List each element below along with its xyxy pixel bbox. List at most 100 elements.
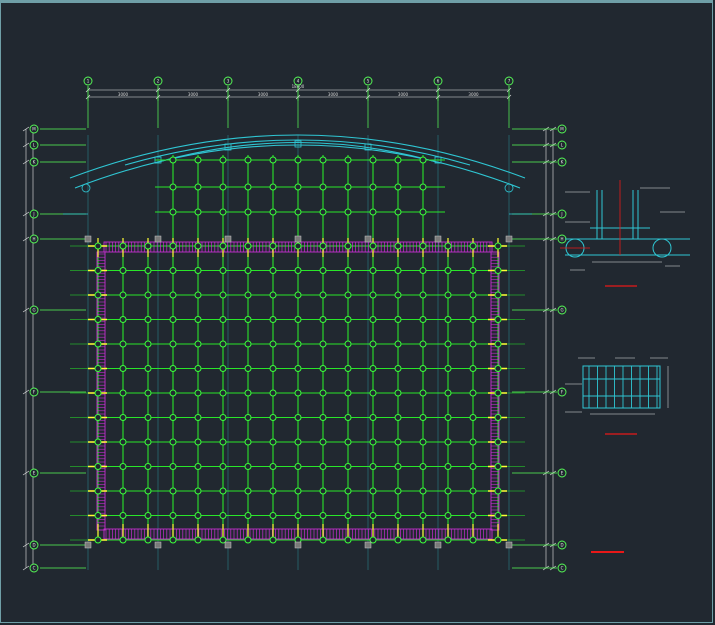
side-dim-slash	[22, 470, 30, 476]
grid-node	[294, 463, 302, 470]
grid-node	[319, 316, 327, 323]
grid-node	[119, 242, 127, 250]
grid-node	[419, 316, 427, 323]
top-dim-text: 3000	[468, 92, 479, 97]
top-dim-text: 3000	[328, 92, 339, 97]
grid-node	[419, 267, 427, 274]
purlin-bands	[88, 238, 507, 543]
grid-node	[344, 156, 352, 164]
axis-bubble-left-label: L	[33, 143, 36, 148]
grid-node	[444, 267, 452, 274]
roof-arch	[63, 134, 532, 570]
grid-node	[469, 267, 477, 274]
grid-node	[344, 340, 352, 348]
grid-node	[194, 487, 202, 495]
grid-node	[419, 291, 427, 299]
grid-node	[169, 536, 177, 544]
grid-node	[194, 463, 202, 470]
axis-bubble-right	[557, 140, 567, 150]
grid-node	[369, 316, 377, 323]
axis-bubble-right-label: K	[561, 160, 564, 165]
grid-node	[94, 536, 102, 544]
grid-node	[294, 365, 302, 372]
grid-node	[394, 316, 402, 323]
grid-node	[244, 340, 252, 348]
grid-node	[244, 267, 252, 274]
axis-bubble-top	[504, 76, 514, 86]
grid-node	[319, 340, 327, 348]
truss-support-node	[81, 183, 91, 193]
grid-node	[494, 365, 502, 372]
grid-node	[369, 487, 377, 495]
grid-node	[494, 487, 502, 495]
grid-node	[369, 183, 377, 191]
grid-node	[319, 242, 327, 250]
top-dim-text: 3000	[188, 92, 199, 97]
grid-node	[169, 414, 177, 421]
grid-node	[194, 183, 202, 191]
grid-node	[94, 365, 102, 372]
side-dim-slash	[22, 211, 30, 217]
axis-bubble-right-label: L	[561, 143, 564, 148]
grid-node	[244, 208, 252, 216]
grid-node	[444, 291, 452, 299]
grid-node	[219, 267, 227, 274]
grid-node	[394, 389, 402, 397]
axis-bubble-left-label: E	[33, 471, 36, 476]
grid-node	[94, 242, 102, 250]
truss-support-node	[364, 143, 372, 151]
grid-node	[194, 414, 202, 421]
detail2-frame	[582, 365, 661, 409]
grid-node	[469, 487, 477, 495]
grid-node	[494, 291, 502, 299]
grid-node	[94, 291, 102, 299]
grid-node	[319, 208, 327, 216]
grid-node	[94, 389, 102, 397]
column-marker	[84, 541, 92, 549]
grid-node	[319, 156, 327, 164]
axis-bubble-left-label: M	[32, 127, 36, 132]
axis-bubble-right-label: F	[561, 390, 564, 395]
grid-node	[194, 291, 202, 299]
grid-node	[369, 156, 377, 164]
grid-node	[494, 438, 502, 446]
grid-node	[244, 242, 252, 250]
grid-node	[169, 438, 177, 446]
grid-node	[494, 267, 502, 274]
grid-node	[119, 438, 127, 446]
grid-node	[144, 291, 152, 299]
grid-node	[219, 242, 227, 250]
grid-node	[244, 389, 252, 397]
axis-bubble-left	[29, 140, 39, 150]
grid-node	[494, 512, 502, 519]
grid-node	[444, 242, 452, 250]
grid-node	[269, 340, 277, 348]
grid-node	[394, 208, 402, 216]
grid-node	[444, 487, 452, 495]
grid-node	[269, 365, 277, 372]
grid-node	[319, 512, 327, 519]
grid-node	[319, 414, 327, 421]
axis-bubble-right-label: E	[561, 471, 564, 476]
grid-node	[394, 156, 402, 164]
column-marker	[364, 235, 372, 243]
grid-node	[419, 512, 427, 519]
axis-bubble-right-label: M	[560, 127, 564, 132]
grid-node	[119, 536, 127, 544]
grid-node	[469, 536, 477, 544]
grid-node	[144, 316, 152, 323]
grid-node	[169, 291, 177, 299]
grid-node	[119, 389, 127, 397]
axis-bubble-left-label: K	[33, 160, 36, 165]
axis-bubble-right	[557, 540, 567, 550]
grid-node	[419, 487, 427, 495]
grid-node	[244, 414, 252, 421]
grid-node	[394, 242, 402, 250]
grid-node	[219, 389, 227, 397]
axis-bubble-left	[29, 234, 39, 244]
side-dim-slash	[22, 565, 30, 571]
axis-bubble-left-label: G	[32, 308, 35, 313]
grid-node	[469, 340, 477, 348]
